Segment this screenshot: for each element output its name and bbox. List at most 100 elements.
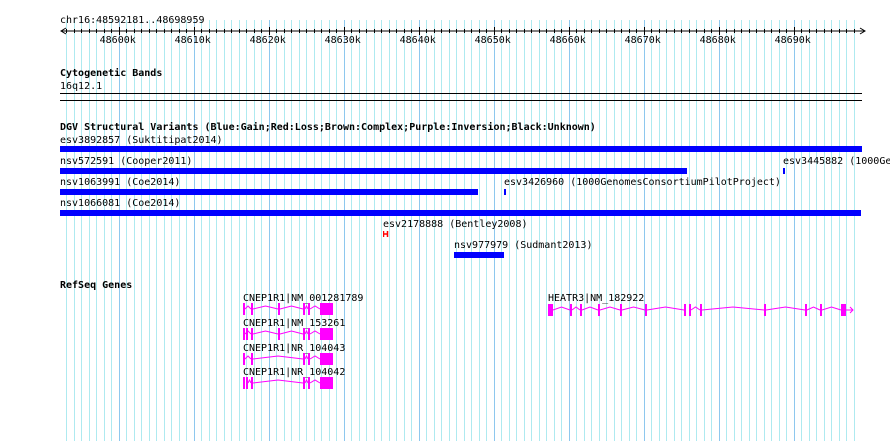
dgv-label: esv2178888 (Bentley2008) [383,219,528,230]
dgv-feature-esv3426960[interactable] [504,189,506,195]
exon [251,353,253,365]
dgv-label: esv3445882 (1000Ge [783,156,890,167]
dgv-label: esv3892857 (Suktitipat2014) [60,135,223,146]
exon [246,328,248,340]
exon [251,328,253,340]
intron [247,378,252,384]
scroll-left-arrow-icon [60,27,67,35]
intron [279,305,304,310]
intron [304,304,309,310]
exon [303,328,305,340]
exon [308,377,310,389]
dgv-feature-esv2178888[interactable] [383,231,389,238]
ruler-tick-label: 48650k [474,35,511,46]
dgv-label: nsv572591 (Cooper2011) [60,156,193,167]
intron [765,306,806,311]
gene-label: CNEP1R1|NM_001281789 [243,293,364,304]
ruler-tick-label: 48690k [774,35,811,46]
intron [309,379,321,384]
track-divider [60,100,862,101]
strand-arrow-icon [849,306,854,314]
dgv-feature-nsv1063991[interactable] [60,189,478,195]
ruler-tick-label: 48630k [324,35,361,46]
refseq-track-title: RefSeq Genes [60,280,133,291]
intron [252,305,279,310]
dgv-feature-nsv977979[interactable] [454,252,504,258]
exon [620,304,622,316]
gene-label: HEATR3|NM_182922 [548,293,645,304]
exon [320,377,333,389]
dgv-feature-nsv572591[interactable] [60,168,687,174]
intron [552,306,571,311]
exon [548,304,553,316]
gene-label: CNEP1R1|NM_153261 [243,318,346,329]
intron [252,355,304,360]
dgv-label: nsv1066081 (Coe2014) [60,198,181,209]
intron [309,330,321,335]
exon [251,377,253,389]
exon [308,328,310,340]
exon [303,353,305,365]
exon [684,304,686,316]
gene-model [243,353,333,365]
gene-model [243,377,333,389]
ruler-scale[interactable] [0,0,890,60]
intron [599,306,621,311]
exon [243,377,245,389]
exon [570,304,572,316]
ruler-tick-label: 48620k [249,35,286,46]
cyto-band-label: 16q12.1 [60,81,103,92]
exon [243,303,245,315]
intron [581,306,599,311]
exon [308,303,310,315]
intron [279,330,304,335]
exon [320,303,333,315]
exon [246,377,248,389]
exon [243,328,245,340]
cyto-band-line[interactable] [60,93,862,94]
dgv-label: nsv977979 (Sudmant2013) [454,240,593,251]
region-label: chr16:48592181..48698959 [60,15,205,26]
intron [309,355,321,360]
dgv-track-title: DGV Structural Variants (Blue:Gain;Red:L… [60,122,596,133]
gene-model [243,328,333,340]
gene-model [243,303,333,315]
ruler-tick-label: 48600k [99,35,136,46]
dgv-label: esv3426960 (1000GenomesConsortiumPilotPr… [504,177,781,188]
dgv-feature-nsv1066081[interactable] [60,210,861,216]
exon [320,328,333,340]
intron [690,306,701,311]
dgv-feature-esv3892857[interactable] [60,146,862,152]
exon [243,353,245,365]
ruler-tick-label: 48670k [624,35,661,46]
cyto-track-title: Cytogenetic Bands [60,68,163,79]
intron [304,354,309,360]
dgv-label: nsv1063991 (Coe2014) [60,177,181,188]
exon [700,304,702,316]
intron [621,306,646,311]
exon [764,304,766,316]
intron [701,306,765,311]
exon [303,303,305,315]
gene-label: CNEP1R1|NR_104042 [243,367,346,378]
intron [646,306,685,311]
exon [320,353,333,365]
exon [645,304,647,316]
exon [689,304,691,316]
ruler-tick-label: 48640k [399,35,436,46]
exon [820,304,822,316]
exon [580,304,582,316]
intron [304,329,309,335]
ruler-tick-label: 48610k [174,35,211,46]
scroll-right-arrow-icon [859,27,866,35]
intron [244,305,252,310]
intron [571,306,581,311]
intron [252,379,304,384]
intron [821,306,842,311]
dgv-feature-esv3445882[interactable] [783,168,785,174]
intron [252,330,279,335]
gene-model [548,304,854,316]
intron [309,305,321,310]
